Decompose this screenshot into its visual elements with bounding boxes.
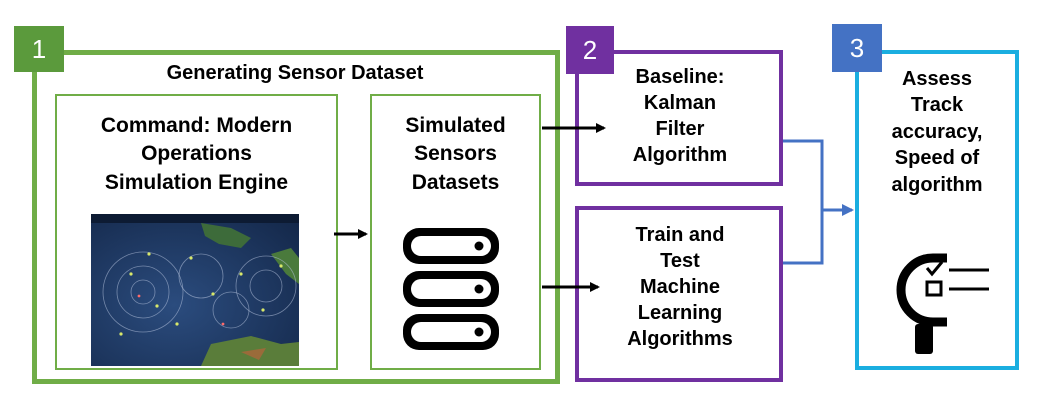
database-icon: [403, 228, 499, 350]
simulation-screenshot: [91, 214, 299, 366]
simulated-datasets-box: [370, 94, 541, 370]
label-line: Datasets: [411, 170, 500, 194]
label-line: Track: [910, 94, 964, 117]
label-line: Simulated: [405, 114, 506, 137]
label-line: Test: [660, 250, 700, 272]
magnifier-checklist-icon: [896, 253, 989, 354]
label-line: Sensors: [414, 142, 497, 166]
label-line: Assess: [901, 68, 973, 90]
label-line: Command: Modern: [100, 114, 293, 137]
label-line: Machine: [639, 276, 721, 298]
connector-baseline-to-assess: [783, 139, 824, 210]
label-line: Kalman: [643, 92, 717, 114]
label-line: Baseline:: [635, 66, 725, 88]
label-line: Train and: [635, 224, 725, 246]
section-2-badge: 2: [566, 26, 614, 74]
label-line: Learning: [637, 302, 723, 324]
section-3-badge: 3: [832, 24, 882, 72]
label-line: Operations: [141, 142, 252, 166]
machine-learning-box: [575, 206, 783, 382]
baseline-kalman-box: [575, 50, 783, 186]
label-line: Algorithm: [632, 144, 728, 166]
section-1-title: Generating Sensor Dataset: [166, 62, 424, 84]
label-line: accuracy,: [891, 120, 983, 143]
label-line: Algorithms: [627, 328, 733, 350]
label-line: Filter: [655, 118, 705, 140]
simulation-engine-box: [55, 94, 338, 370]
label-line: algorithm: [891, 173, 983, 196]
label-line: Simulation Engine: [104, 170, 289, 194]
section-1-badge: 1: [14, 26, 64, 72]
connector-ml-to-assess: [783, 210, 824, 265]
assess-box: [855, 50, 1019, 370]
section-1-panel: [32, 50, 560, 384]
label-line: Speed of: [894, 147, 980, 170]
